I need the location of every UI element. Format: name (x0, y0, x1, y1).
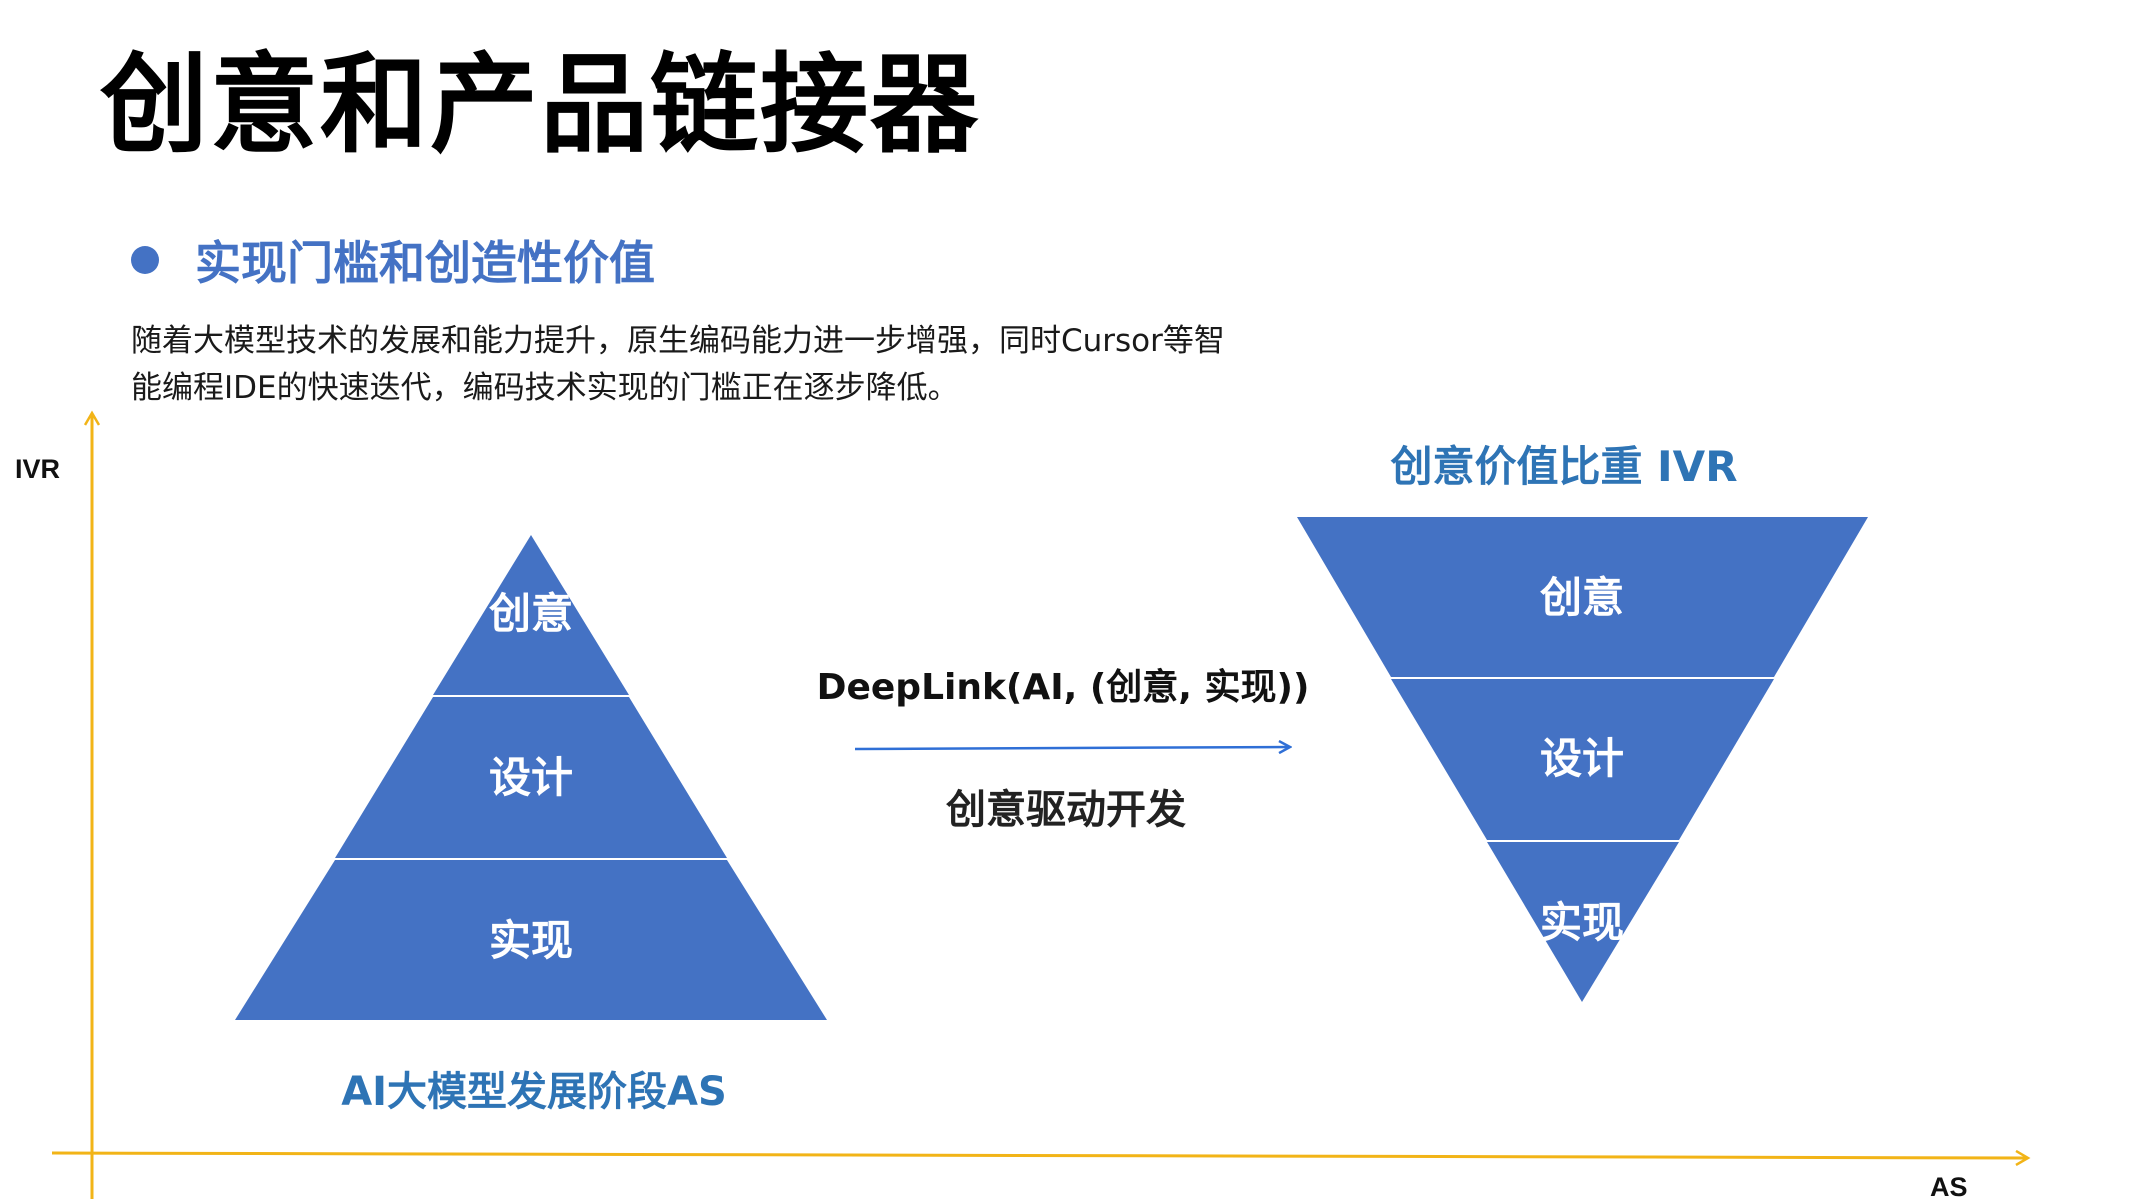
description-line-1: 随着大模型技术的发展和能力提升，原生编码能力进一步增强，同时Cursor等智 (131, 323, 1225, 359)
inverted-layer-middle (1391, 679, 1774, 840)
pyramid-layer-middle (335, 697, 727, 858)
subtitle-row: 实现门槛和创造性价值 (131, 230, 655, 290)
inverted-label-middle: 设计 (1540, 734, 1624, 783)
pyramid-label-top: 创意 (489, 589, 573, 638)
inverted-pyramid: 创意价值比重 IVR 创意 设计 实现 (1297, 442, 1868, 1002)
description-line-2: 能编程IDE的快速迭代，编码技术实现的门槛正在逐步降低。 (131, 370, 959, 406)
inverted-pyramid-title: 创意价值比重 IVR (1390, 442, 1737, 491)
pyramid-label-bottom: 实现 (489, 916, 573, 965)
x-axis-label: AS (1930, 1172, 1968, 1199)
bullet-dot-icon (131, 246, 159, 274)
transition: DeepLink(AI, (创意, 实现)) 创意驱动开发 (817, 667, 1310, 833)
transition-label: 创意驱动开发 (946, 787, 1186, 833)
transition-arrow (854, 747, 1290, 749)
inverted-label-bottom: 实现 (1540, 898, 1624, 947)
pyramid: 创意 设计 实现 AI大模型发展阶段AS (235, 535, 827, 1115)
description: 随着大模型技术的发展和能力提升，原生编码能力进一步增强，同时Cursor等智 能… (131, 318, 1231, 412)
pyramid-layer-top (433, 535, 629, 695)
inverted-layer-top (1297, 517, 1868, 677)
transition-formula: DeepLink(AI, (创意, 实现)) (817, 667, 1310, 708)
inverted-layer-bottom (1487, 842, 1679, 1002)
slide-title: 创意和产品链接器 (100, 43, 981, 168)
y-axis-label: IVR (15, 454, 60, 484)
x-axis (51, 1153, 2028, 1158)
pyramid-label-middle: 设计 (489, 753, 573, 802)
pyramid-layer-bottom (235, 860, 827, 1020)
pyramid-caption: AI大模型发展阶段AS (341, 1069, 727, 1115)
subtitle: 实现门槛和创造性价值 (195, 236, 655, 290)
inverted-label-top: 创意 (1540, 573, 1624, 622)
